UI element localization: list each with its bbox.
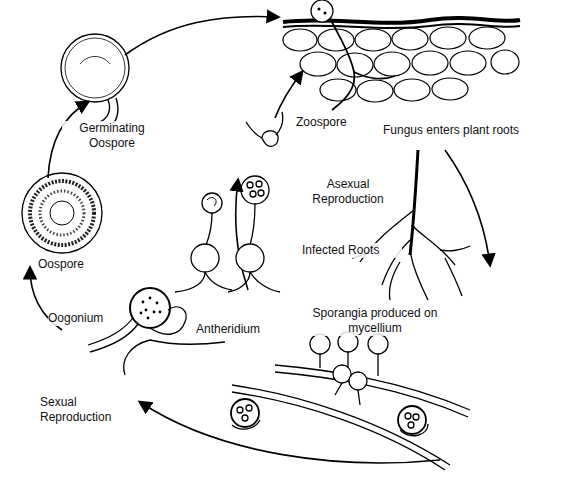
stage-label: Infected Roots (302, 243, 402, 258)
stage-label: Sporangia produced on mycellium (312, 306, 438, 336)
oospore (22, 173, 102, 253)
stage-label: Zoospore (296, 115, 366, 130)
germinating-oospore (61, 34, 129, 128)
part-label: Oogonium (48, 311, 118, 326)
phase-label: Asexual Reproduction (300, 177, 396, 207)
stage-label: Fungus enters plant roots (383, 123, 573, 138)
stage-label: Germinating Oospore (62, 121, 162, 151)
stage-label: Oospore (38, 257, 102, 272)
mycelium-sporangia (231, 332, 470, 470)
cycle-arrows (30, 16, 490, 462)
phase-label: Sexual Reproduction (40, 395, 126, 425)
infected-roots (352, 150, 470, 300)
part-label: Antheridium (196, 322, 280, 337)
zoospores-and-sporangia (175, 112, 283, 292)
plant-cells (283, 0, 520, 110)
